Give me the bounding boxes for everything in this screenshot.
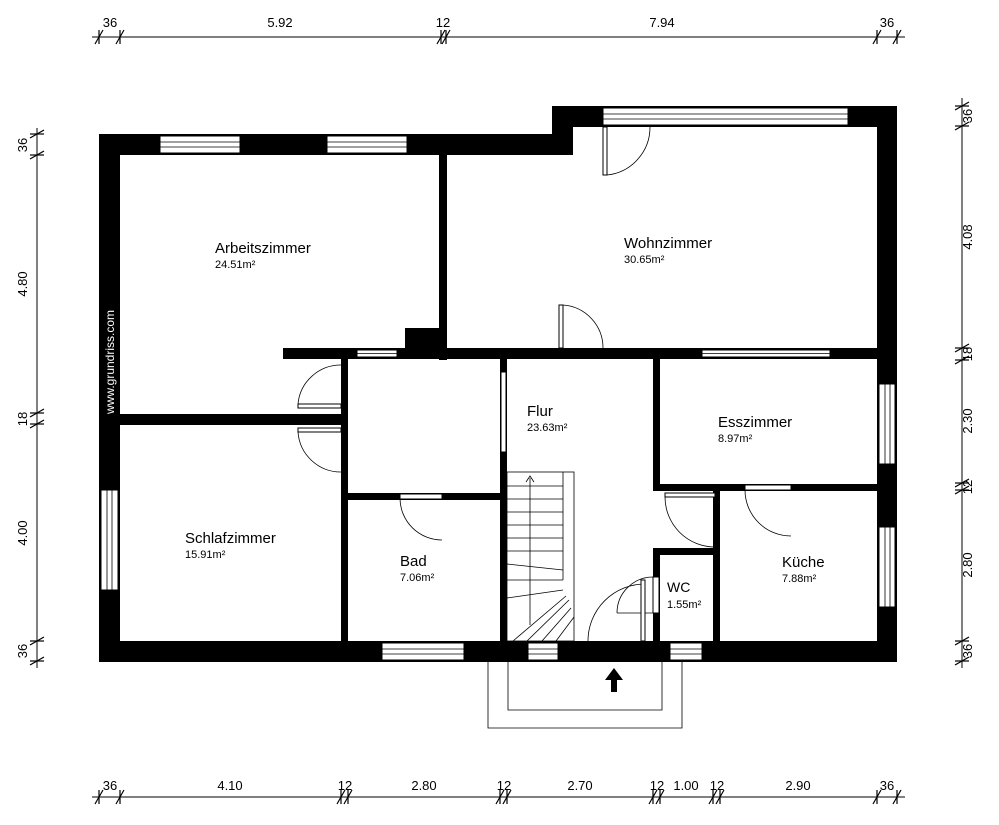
dim-bottom-1: 4.10 (217, 778, 242, 793)
window-inner-corridor-2 (701, 349, 831, 358)
room-name-schlafzimmer: Schlafzimmer (185, 530, 276, 547)
dim-bottom-10: 36 (880, 778, 894, 793)
room-wc: WC 1.55m² (667, 579, 702, 611)
porch (487, 662, 683, 729)
dim-right-3: 2.30 (960, 408, 975, 433)
room-name-wohnzimmer: Wohnzimmer (624, 235, 712, 252)
room-schlafzimmer: Schlafzimmer 15.91m² (185, 530, 276, 561)
exterior-walls (99, 106, 897, 662)
room-kueche: Küche 7.88m² (782, 554, 825, 585)
window-inner-flur (500, 371, 507, 453)
room-area-arbeitszimmer: 24.51m² (215, 259, 256, 271)
room-area-kueche: 7.88m² (782, 573, 817, 585)
dim-bottom-3: 2.80 (411, 778, 436, 793)
dim-right-1: 4.08 (960, 224, 975, 249)
door-bad (399, 493, 443, 541)
room-area-esszimmer: 8.97m² (718, 433, 753, 445)
door-wohnzimmer-flur (558, 304, 604, 349)
dim-top-1: 5.92 (267, 15, 292, 30)
door-schlafzimmer-side (297, 427, 342, 473)
room-area-bad: 7.06m² (400, 572, 435, 584)
room-area-flur: 23.63m² (527, 422, 568, 434)
room-name-kueche: Küche (782, 554, 825, 571)
dim-right-5: 2.80 (960, 552, 975, 577)
room-wohnzimmer: Wohnzimmer 30.65m² (624, 235, 712, 266)
dim-right-4: 12 (960, 480, 975, 494)
dim-left-4: 36 (15, 644, 30, 658)
window-wc (669, 642, 703, 661)
door-wohnzimmer-top (602, 126, 651, 176)
dim-right-6: 36 (960, 644, 975, 658)
dim-bottom-7: 1.00 (673, 778, 698, 793)
room-name-flur: Flur (527, 403, 553, 420)
room-arbeitszimmer: Arbeitszimmer 24.51m² (215, 240, 311, 271)
window-flur (527, 642, 559, 661)
room-name-wc: WC (667, 579, 690, 595)
window-bad (381, 642, 465, 661)
room-area-wohnzimmer: 30.65m² (624, 254, 665, 266)
dim-bottom-4: 12 (497, 778, 511, 793)
staircase (506, 471, 575, 642)
room-area-wc: 1.55m² (667, 599, 702, 611)
dim-bottom-2: 12 (338, 778, 352, 793)
dim-left-1: 4.80 (15, 271, 30, 296)
entrance-arrow-icon (605, 668, 623, 692)
dim-right-2: 18 (960, 347, 975, 361)
dim-top-0: 36 (103, 15, 117, 30)
window-esszimmer (878, 383, 896, 465)
dim-top-4: 36 (880, 15, 894, 30)
room-labels: Arbeitszimmer 24.51m² Wohnzimmer 30.65m²… (185, 235, 825, 611)
dim-bottom-8: 12 (710, 778, 724, 793)
dim-left-2: 18 (15, 412, 30, 426)
dimension-labels-left: 36 4.80 18 4.00 36 (15, 138, 30, 658)
doors (297, 126, 792, 642)
room-name-esszimmer: Esszimmer (718, 414, 792, 431)
window-arbeitszimmer-1 (159, 135, 241, 154)
dimension-labels-top: 36 5.92 12 7.94 36 (103, 15, 894, 30)
window-arbeitszimmer-2 (326, 135, 408, 154)
door-arbeitszimmer-side (297, 364, 342, 409)
window-inner-corridor-1 (356, 349, 398, 358)
watermark: www.grundriss.com (103, 310, 117, 415)
room-area-schlafzimmer: 15.91m² (185, 549, 226, 561)
dimension-lines (29, 29, 970, 805)
dim-right-0: 36 (960, 109, 975, 123)
dim-bottom-0: 36 (103, 778, 117, 793)
room-esszimmer: Esszimmer 8.97m² (718, 414, 792, 445)
window-schlafzimmer (100, 489, 119, 591)
room-bad: Bad 7.06m² (400, 553, 435, 584)
dim-bottom-5: 2.70 (567, 778, 592, 793)
door-kueche (744, 484, 792, 537)
window-wohnzimmer (602, 107, 849, 126)
dim-left-3: 4.00 (15, 520, 30, 545)
dim-bottom-9: 2.90 (785, 778, 810, 793)
window-kueche (878, 526, 896, 608)
dimension-labels-right: 36 4.08 18 2.30 12 2.80 36 (960, 109, 975, 658)
dim-top-2: 12 (436, 15, 450, 30)
windows (100, 107, 896, 661)
dim-top-3: 7.94 (649, 15, 674, 30)
door-entrance (587, 579, 646, 642)
interior-walls (120, 155, 877, 662)
dim-bottom-6: 12 (650, 778, 664, 793)
door-esszimmer-flur (664, 492, 716, 548)
room-name-arbeitszimmer: Arbeitszimmer (215, 240, 311, 257)
room-name-bad: Bad (400, 553, 427, 570)
dimension-labels-bottom: 36 4.10 12 2.80 12 2.70 12 1.00 12 2.90 … (103, 778, 894, 793)
door-wc (616, 576, 660, 614)
dim-left-0: 36 (15, 138, 30, 152)
room-flur: Flur 23.63m² (527, 403, 568, 434)
